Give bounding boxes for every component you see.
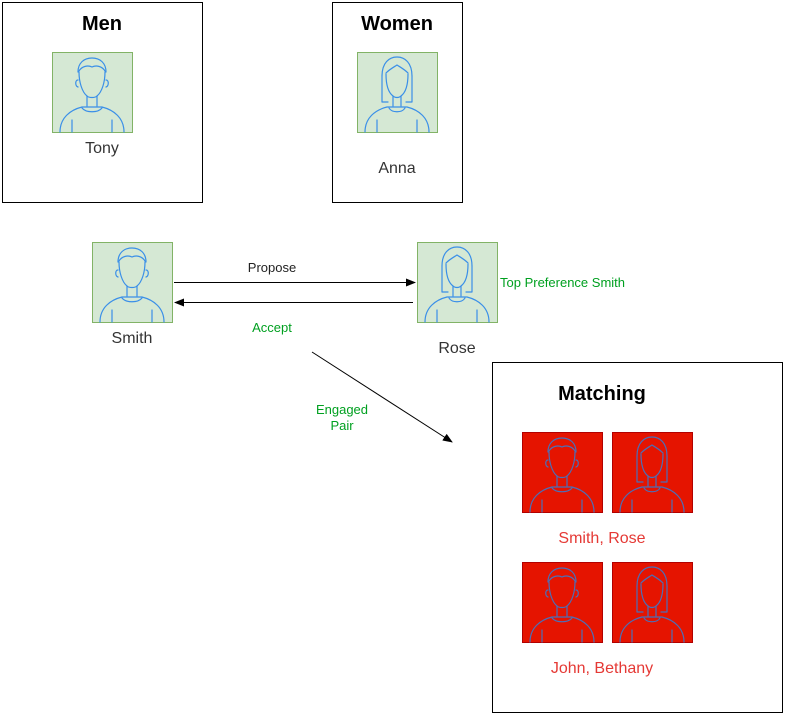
men-title: Men — [82, 13, 122, 35]
men-group: Men Tony — [2, 2, 203, 203]
engaged-label-line1: Engaged — [316, 402, 368, 417]
man-avatar-icon — [522, 432, 603, 513]
matched-pair: John, Bethany — [522, 562, 693, 677]
women-title: Women — [361, 13, 433, 35]
man-avatar-icon — [92, 242, 173, 323]
woman-avatar-icon — [357, 52, 438, 133]
preference-note: Top Preference Smith — [500, 275, 625, 290]
engaged-label-line2: Pair — [330, 418, 354, 433]
man-avatar-icon — [522, 562, 603, 643]
person-name-smith: Smith — [112, 330, 153, 347]
matched-pair: Smith, Rose — [522, 432, 693, 547]
person-name-rose: Rose — [438, 340, 475, 357]
matching-title: Matching — [558, 383, 646, 405]
accept-label: Accept — [252, 320, 292, 335]
pair-label-1: Smith, Rose — [558, 530, 645, 547]
person-name-tony: Tony — [85, 140, 119, 157]
women-group: Women Anna — [332, 2, 463, 203]
woman-avatar-icon — [612, 562, 693, 643]
man-avatar-icon — [52, 52, 133, 133]
engaged-arrow — [311, 351, 453, 443]
matching-group: Matching Smith, Rose John, Bethan — [492, 362, 783, 713]
woman-avatar-icon — [612, 432, 693, 513]
person-name-anna: Anna — [378, 160, 415, 177]
proposer-group: Smith — [92, 242, 173, 347]
propose-label: Propose — [248, 260, 296, 275]
matching-box — [492, 362, 783, 713]
pair-label-2: John, Bethany — [551, 660, 653, 677]
woman-avatar-icon — [417, 242, 498, 323]
receiver-group: Rose — [417, 242, 498, 357]
